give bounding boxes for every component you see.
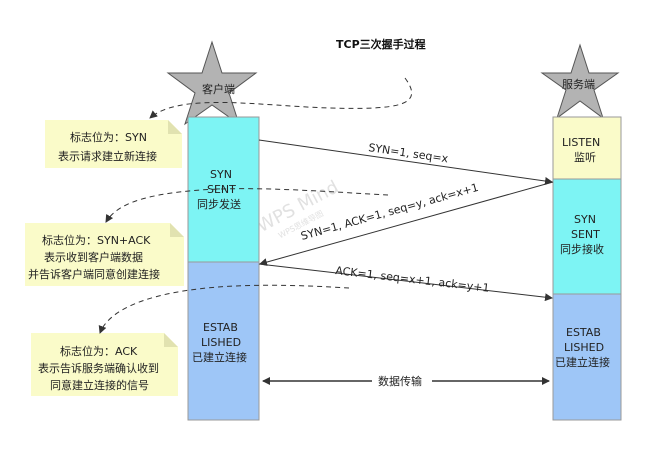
data-transfer-label: 数据传输	[378, 374, 422, 388]
client-star-icon	[166, 40, 258, 126]
message-syn-ack-arrow	[259, 181, 554, 266]
note-syn-connector	[149, 77, 413, 119]
note-syn-ack-box	[25, 223, 184, 286]
server-state-listen-line1: LISTEN	[562, 136, 600, 149]
note-ack-line1: 标志位为：ACK	[60, 344, 138, 358]
note-syn-line1: 标志位为：SYN	[70, 130, 147, 144]
note-syn-ack-line3: 并告诉客户端同意创建连接	[28, 267, 160, 281]
server-state-syn-received	[552, 178, 622, 295]
note-ack-line3: 同意建立连接的信号	[50, 378, 149, 392]
server-label: 服务端	[562, 78, 595, 91]
note-syn-ack-line1: 标志位为：SYN+ACK	[42, 233, 151, 247]
note-syn-fold-icon	[168, 120, 182, 134]
note-ack-box	[31, 333, 178, 396]
note-syn-box	[45, 120, 182, 168]
server-star-icon	[540, 43, 620, 120]
client-state-established-line2: LISHED	[201, 336, 241, 349]
note-syn-line2: 表示请求建立新连接	[58, 149, 157, 163]
server-state-established-line3: 已建立连接	[555, 355, 610, 369]
message-syn-arrow	[258, 139, 553, 185]
client-state-established	[187, 261, 260, 421]
server-state-syn-received-line1: SYN	[574, 213, 596, 226]
note-ack-fold-icon	[164, 333, 178, 347]
client-state-syn-sent-line3: 同步发送	[197, 197, 241, 211]
note-syn-ack-connector	[105, 188, 389, 223]
note-syn-ack-line2: 表示收到客户端数据	[44, 250, 143, 264]
client-state-established-line3: 已建立连接	[192, 350, 247, 364]
note-syn-ack-fold-icon	[170, 223, 184, 237]
server-state-syn-received-line3: 同步接收	[560, 242, 604, 256]
client-state-syn-sent	[187, 116, 260, 263]
client-state-established-line1: ESTAB	[203, 321, 238, 334]
client-label: 客户端	[202, 82, 235, 96]
message-ack-label: ACK=1, seq=x+1, ack=y+1	[335, 264, 490, 295]
server-state-established	[552, 293, 622, 421]
note-ack-line2: 表示告诉服务端确认收到	[38, 361, 159, 375]
note-ack-connector	[98, 284, 350, 334]
data-transfer-label-bg	[372, 373, 432, 389]
client-state-syn-sent-line2: SENT	[207, 183, 236, 196]
server-state-listen-line2: 监听	[574, 151, 596, 164]
server-state-syn-received-line2: SENT	[571, 228, 600, 241]
message-ack-arrow	[258, 263, 553, 302]
server-state-established-line2: LISHED	[564, 341, 604, 354]
client-state-syn-sent-line1: SYN	[210, 168, 232, 181]
diagram-title: TCP三次握手过程	[336, 37, 426, 51]
server-state-established-line1: ESTAB	[566, 326, 601, 339]
